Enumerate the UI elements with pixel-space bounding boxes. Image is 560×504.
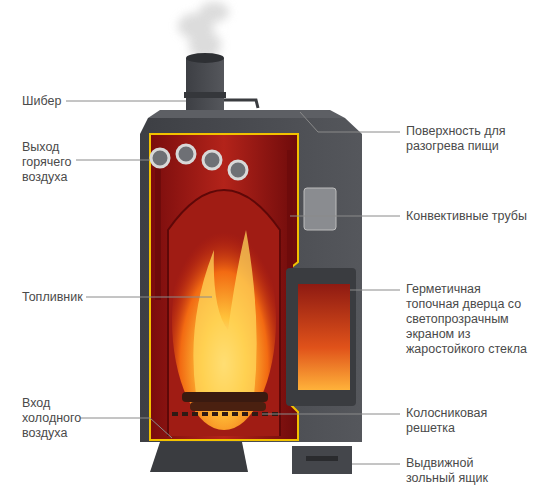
log xyxy=(182,392,268,402)
part-label: Поверхность для разогрева пищи xyxy=(406,124,556,154)
part-label: Конвективные трубы xyxy=(406,209,556,224)
ash-drawer xyxy=(292,446,352,474)
leader-line xyxy=(290,216,400,217)
outlet-hole xyxy=(177,145,195,163)
part-label: Выход горячего воздуха xyxy=(22,140,88,185)
stove-leg xyxy=(150,442,248,472)
cooking-surface xyxy=(148,110,345,118)
log xyxy=(190,402,266,411)
leader-line xyxy=(300,112,400,132)
leader-line xyxy=(66,101,186,102)
part-label: Шибер xyxy=(22,94,82,109)
leader-line xyxy=(76,160,150,161)
air-outlets xyxy=(151,145,247,179)
part-label: Вход холодного воздуха xyxy=(22,396,92,441)
part-label: Колосниковая решетка xyxy=(406,406,516,436)
outlet-hole xyxy=(203,151,221,169)
part-label: Выдвижной зольный ящик xyxy=(406,456,516,486)
leader-line xyxy=(262,414,400,415)
door-glass xyxy=(298,284,350,390)
leader-line xyxy=(80,418,172,438)
outlet-hole xyxy=(229,161,247,179)
damper-handle xyxy=(224,100,258,108)
pipe-ring xyxy=(184,92,226,98)
smoke xyxy=(178,2,229,59)
flame-core xyxy=(193,230,256,395)
outlet-hole xyxy=(151,149,169,167)
flame xyxy=(172,210,276,430)
logs xyxy=(182,392,268,411)
pipe-opening xyxy=(186,53,224,63)
firebox-chamber xyxy=(168,190,280,436)
leader-line xyxy=(352,464,400,465)
part-label: Топливник xyxy=(22,290,112,305)
leader-line xyxy=(86,297,212,298)
cutaway-section xyxy=(150,134,298,440)
leader-line xyxy=(350,290,400,291)
stove-body xyxy=(140,118,362,442)
smoke-puff xyxy=(199,2,229,22)
leader-lines xyxy=(66,101,400,464)
nameplate xyxy=(304,188,336,230)
drawer-handle xyxy=(306,456,338,461)
part-label: Герметичная топочная дверца со светопроз… xyxy=(406,282,528,357)
door-frame xyxy=(286,268,356,406)
